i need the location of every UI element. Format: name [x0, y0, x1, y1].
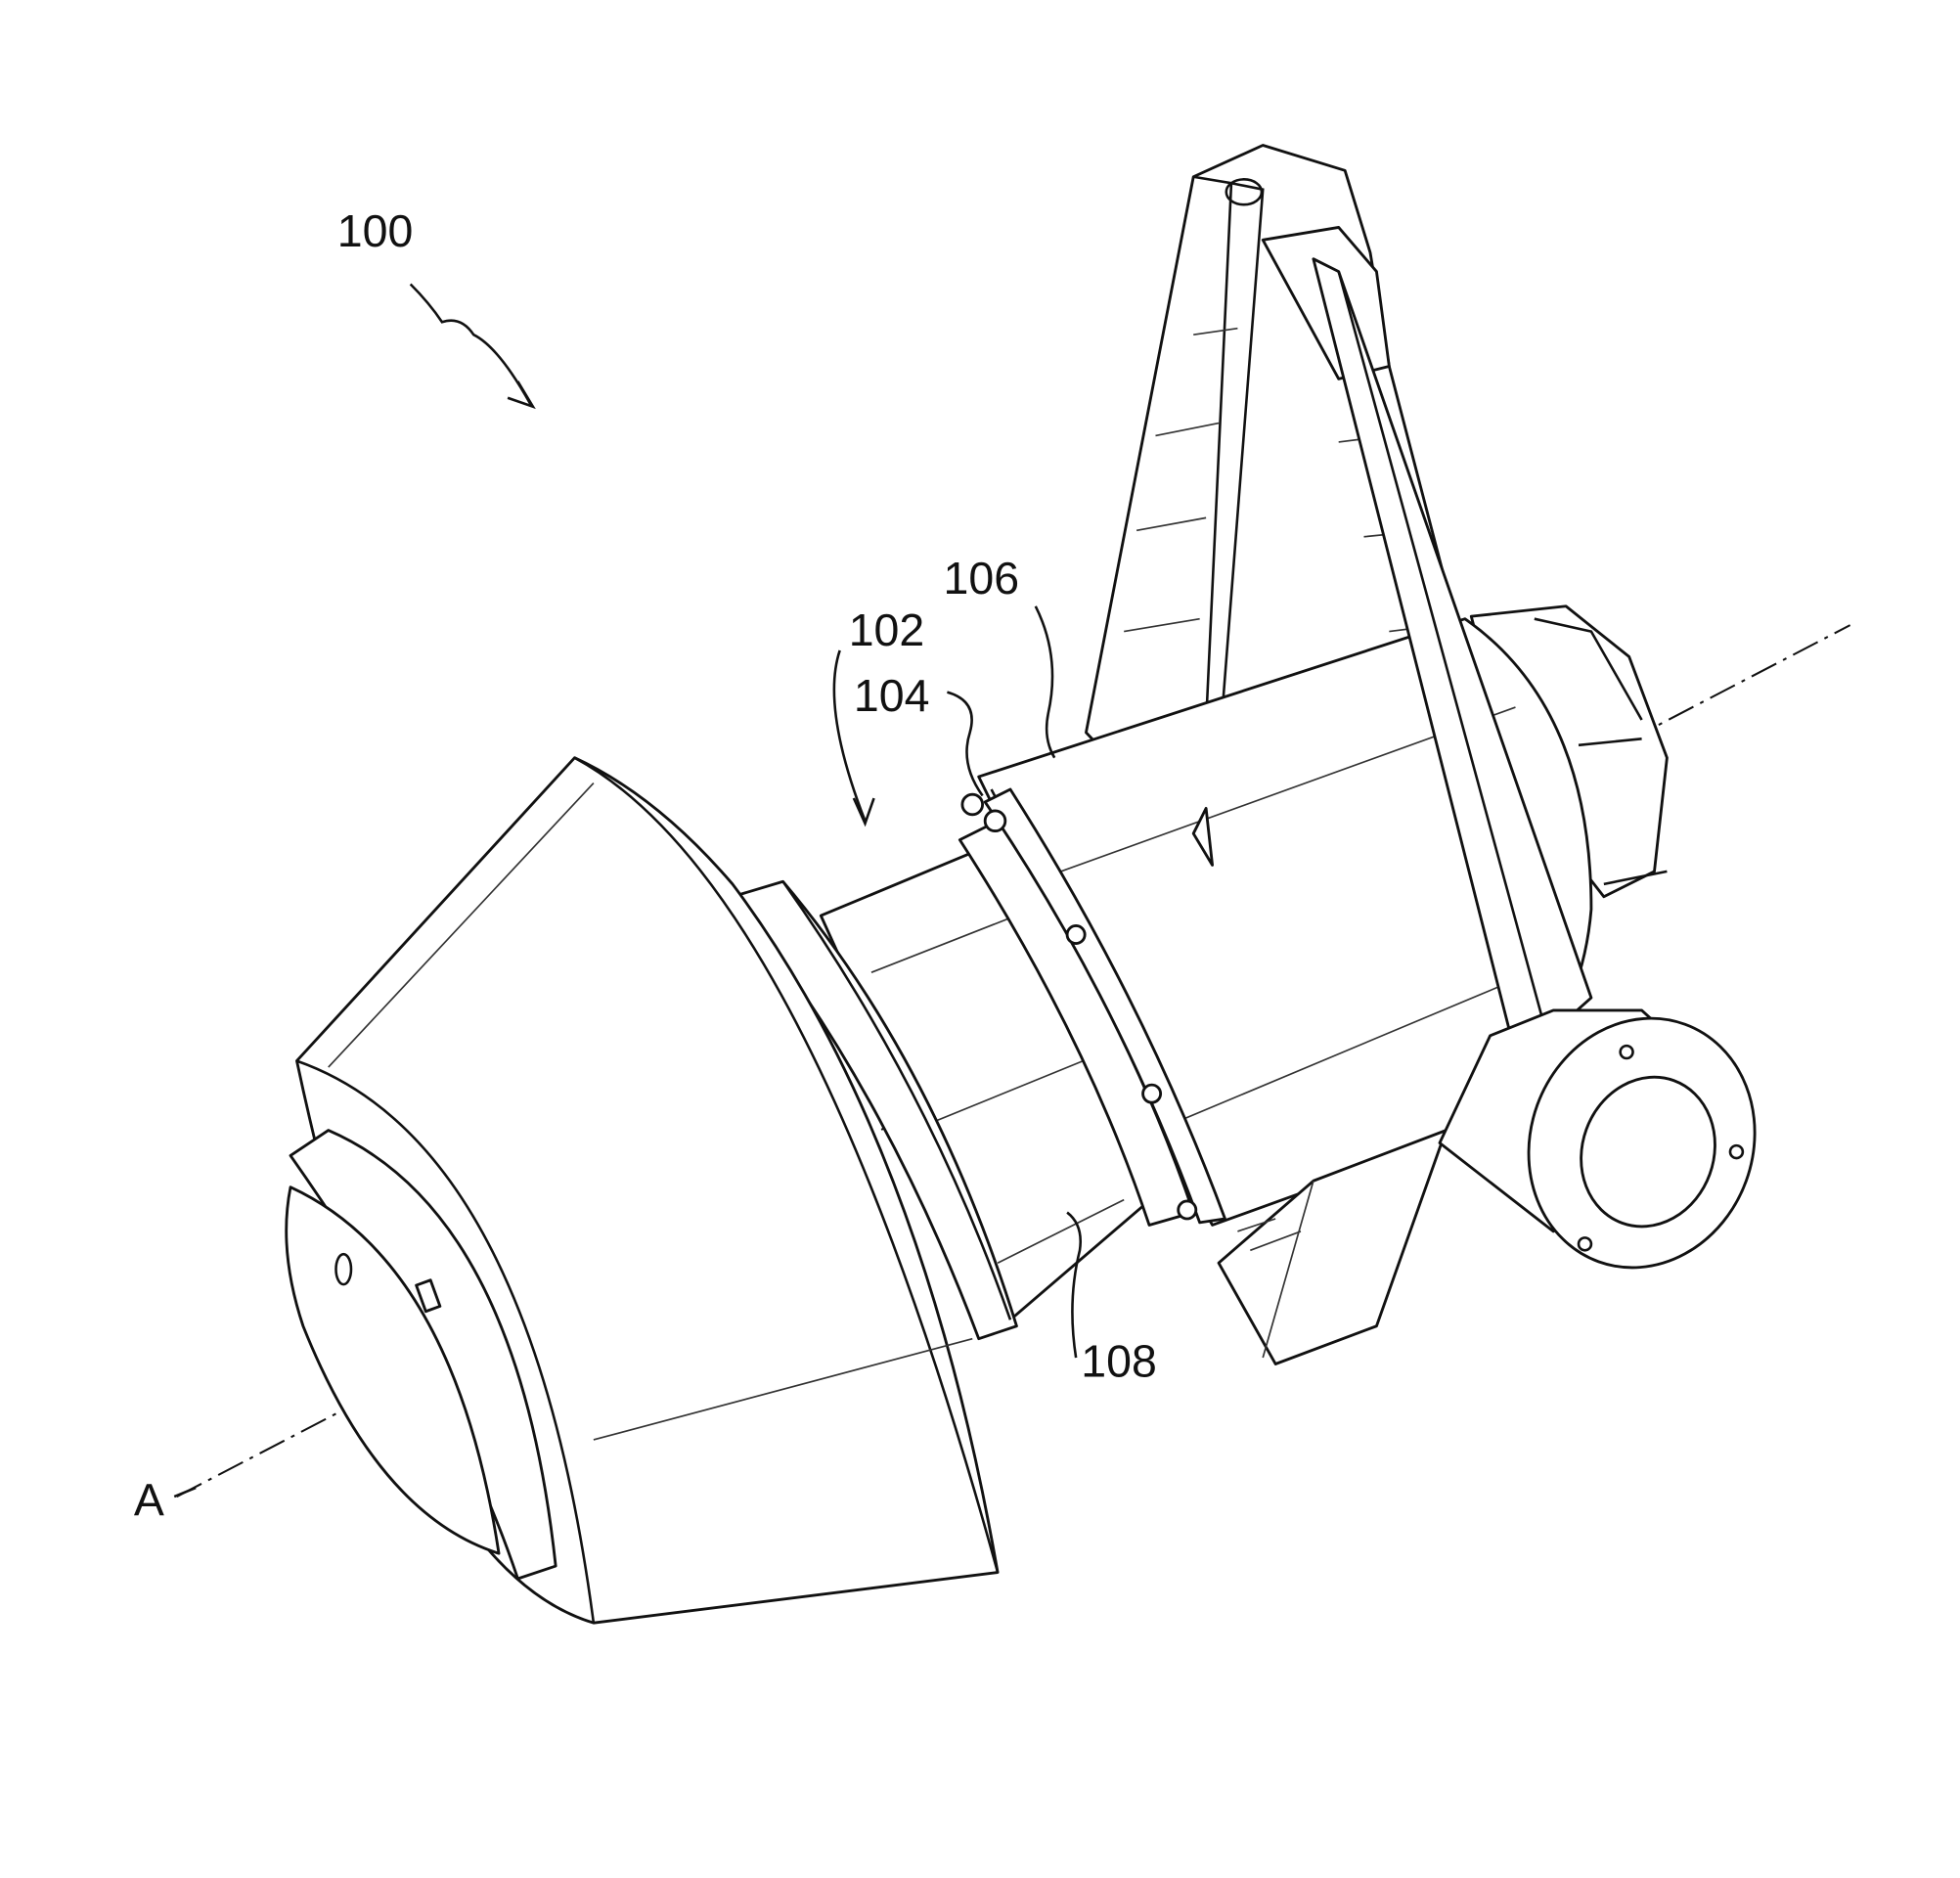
arrow-102: [854, 798, 874, 824]
label-100: 100: [337, 205, 414, 256]
leader-100: [411, 285, 531, 405]
label-108: 108: [1081, 1335, 1157, 1386]
label-104: 104: [854, 670, 930, 721]
label-102: 102: [849, 604, 925, 655]
leader-106: [1036, 606, 1054, 758]
leader-A: [174, 1488, 196, 1497]
label-106: 106: [944, 553, 1020, 604]
leader-104: [947, 693, 982, 796]
label-A: A: [134, 1474, 164, 1525]
